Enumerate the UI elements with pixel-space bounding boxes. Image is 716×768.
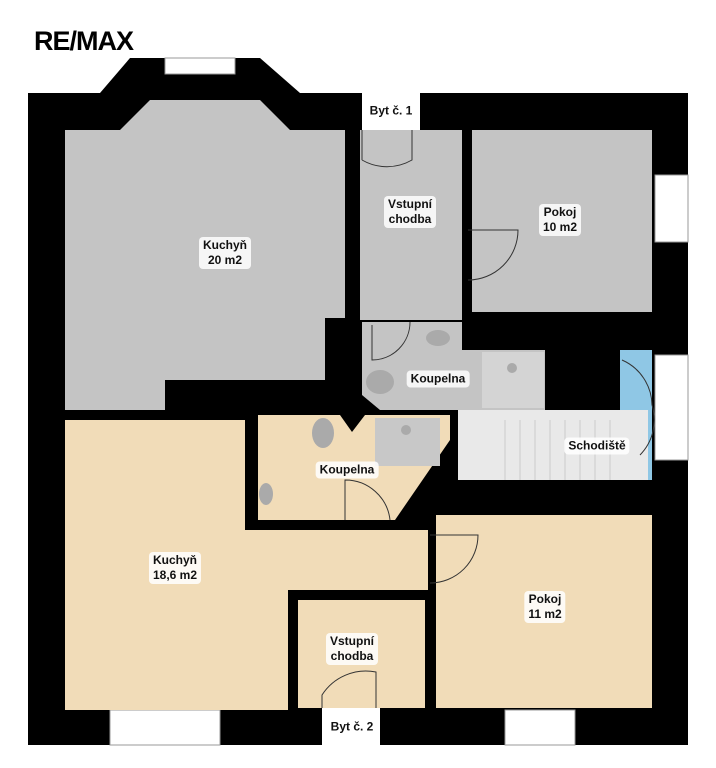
remax-logo: RE/MAX bbox=[34, 26, 134, 56]
toilet-icon bbox=[312, 418, 334, 448]
shower2 bbox=[375, 418, 440, 466]
sink-icon bbox=[426, 330, 450, 346]
door-arc bbox=[429, 534, 479, 584]
sink-icon bbox=[259, 483, 273, 505]
room-label-stairs: Schodiště bbox=[564, 437, 630, 455]
door-arc bbox=[467, 229, 519, 281]
door-arc bbox=[321, 670, 377, 708]
door-arc bbox=[371, 321, 411, 361]
shower1 bbox=[482, 352, 544, 408]
window bbox=[504, 709, 576, 746]
shower-drain-icon bbox=[507, 363, 517, 373]
door-arc bbox=[621, 359, 655, 456]
kitchen2-floor bbox=[65, 420, 428, 710]
entrance-label-flat1: Byt č. 1 bbox=[365, 102, 417, 120]
door-arc bbox=[344, 479, 391, 521]
shower-drain-icon bbox=[401, 425, 411, 435]
window bbox=[109, 709, 221, 746]
toilet-icon bbox=[366, 370, 394, 394]
entrance-label-flat2: Byt č. 2 bbox=[326, 718, 378, 736]
window bbox=[654, 354, 689, 461]
partition bbox=[348, 130, 357, 240]
room-label-bath2: Koupelna bbox=[315, 461, 379, 479]
room-label-bath1: Koupelna bbox=[406, 370, 470, 388]
door-arc bbox=[361, 130, 413, 168]
window bbox=[164, 57, 236, 75]
bath2-wall bbox=[340, 415, 365, 432]
window bbox=[654, 174, 689, 243]
